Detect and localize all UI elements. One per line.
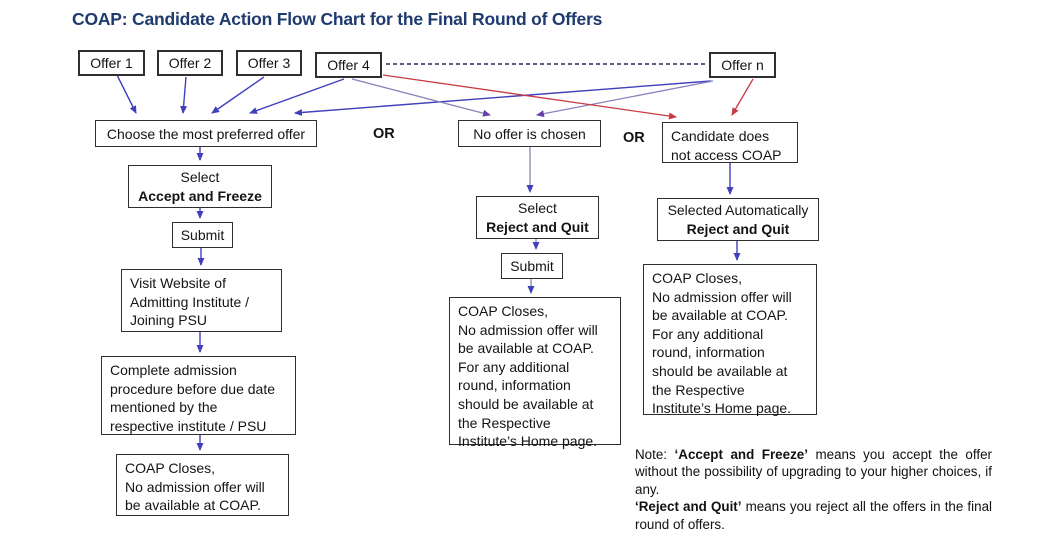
node-offer-2: Offer 2 (157, 50, 223, 76)
arrow-offer4-to-candidate (382, 74, 677, 120)
node-offer-3: Offer 3 (236, 50, 302, 76)
node-offer-4: Offer 4 (315, 52, 382, 78)
node-no-offer-chosen: No offer is chosen (458, 120, 601, 147)
note-text: Note: ‘Accept and Freeze’ means you acce… (635, 446, 992, 533)
arrow-offern-to-choose (294, 80, 712, 116)
note-paragraph-2: ‘Reject and Quit’ means you reject all t… (635, 498, 992, 533)
note-accept-freeze-text: means you accept the offer without the p… (635, 447, 992, 497)
node-offer-n: Offer n (709, 52, 776, 78)
or-label-2: OR (623, 130, 645, 146)
arrow-offer4-to-choose (249, 78, 345, 114)
arrow-offer3-to-choose (211, 76, 265, 114)
or-label-1: OR (373, 126, 395, 142)
reject-quit-label: Reject and Quit (686, 220, 790, 237)
note-prefix: Note: (635, 447, 675, 462)
node-coap-closes-left: COAP Closes, No admission offer will be … (116, 454, 289, 516)
arrow-offern-to-candidate (731, 78, 754, 116)
note-accept-freeze-term: ‘Accept and Freeze’ (674, 447, 808, 462)
node-candidate-not-access: Candidate does not access COAP (662, 122, 798, 163)
accept-freeze-label: Accept and Freeze (138, 187, 262, 204)
node-choose-preferred-offer: Choose the most preferred offer (95, 120, 317, 147)
node-submit-left: Submit (172, 222, 233, 248)
arrow-offern-to-no-offer (536, 80, 714, 118)
node-coap-closes-middle: COAP Closes, No admission offer will be … (449, 297, 621, 449)
arrow-offer4-to-no-offer (351, 78, 491, 117)
note-reject-quit-text: means you reject all the offers in the f… (635, 499, 992, 532)
page-title: COAP: Candidate Action Flow Chart for th… (72, 9, 603, 29)
node-coap-closes-right: COAP Closes, No admission offer will be … (643, 264, 817, 416)
select-label: Select (518, 199, 557, 216)
note-paragraph-1: Note: ‘Accept and Freeze’ means you acce… (635, 446, 992, 498)
arrow-offer1-to-choose (116, 74, 137, 114)
select-label: Select (180, 168, 220, 185)
node-offer-1: Offer 1 (78, 50, 145, 76)
reject-quit-label: Reject and Quit (486, 218, 589, 235)
node-select-reject-quit: Select Reject and Quit (476, 196, 599, 239)
node-complete-admission: Complete admission procedure before due … (101, 356, 296, 435)
node-select-accept-freeze: Select Accept and Freeze (128, 165, 272, 208)
selected-automatically-label: Selected Automatically (667, 201, 809, 218)
note-reject-quit-term: ‘Reject and Quit’ (635, 499, 742, 515)
arrow-offer2-to-choose (180, 76, 188, 114)
node-visit-website: Visit Website of Admitting Institute / J… (121, 269, 282, 332)
node-selected-automatically: Selected Automatically Reject and Quit (657, 198, 819, 241)
node-submit-middle: Submit (501, 253, 563, 279)
